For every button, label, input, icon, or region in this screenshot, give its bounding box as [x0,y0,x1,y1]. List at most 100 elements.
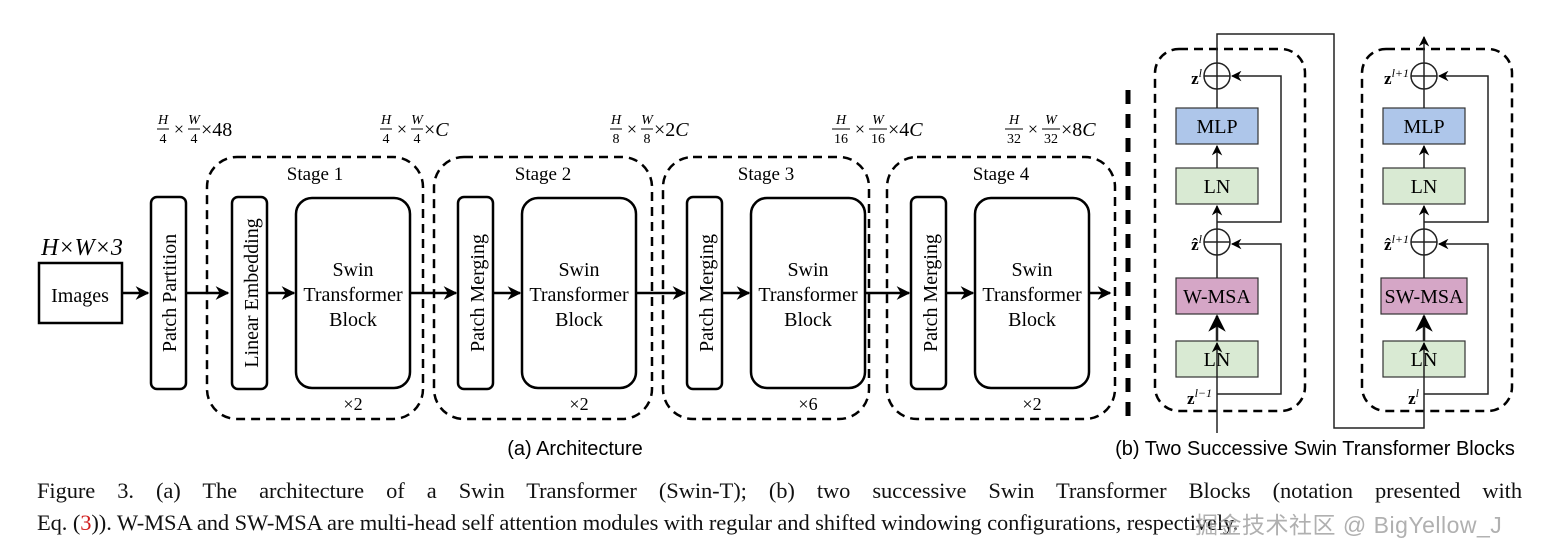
dimension-label: H4×W4×48 [157,113,232,147]
swin-block-label: Block [784,309,832,331]
fraction-denominator: 4 [383,132,390,147]
mlp-box [1175,107,1259,145]
stage-border [661,155,871,421]
swin-block-label: Block [329,309,377,331]
stage-title: Stage 3 [738,164,794,185]
fraction-numerator: H [157,113,169,128]
times-sign: × [397,119,407,139]
attention-label: W-MSA [1183,286,1251,308]
swin-block-label: Swin [558,259,599,281]
channel-label: ×C [424,119,449,141]
dimension-label: H16×W16×4C [832,113,923,147]
images-label: Images [51,285,109,307]
times-sign: × [627,119,637,139]
residual-connection [1424,70,1489,223]
z-input-label: zl−1 [1187,386,1212,408]
subcaption-a: (a) Architecture [507,438,643,460]
stage-title: Stage 1 [287,164,343,185]
swin-block-label: Transformer [529,284,629,306]
z-hat-label: ẑl+1 [1384,232,1409,254]
watermark: 掘金技术社区 @ BigYellow_J [1195,512,1503,538]
residual-connection [1217,70,1282,223]
fraction-numerator: W [188,113,201,128]
z-input-label: zl [1408,386,1420,408]
successive-blocks: LNW-MSALNMLPzlẑlzl−1LNSW-MSALNMLPzl+1ẑl+… [1153,33,1514,433]
channel-label: ×48 [201,119,232,141]
fraction-denominator: 32 [1007,132,1021,147]
times-sign: × [1028,119,1038,139]
dimension-label: H8×W8×2C [610,113,689,147]
stage-title: Stage 2 [515,164,571,185]
caption-text: Eq. ( [37,510,81,535]
fraction-numerator: H [1008,113,1020,128]
first-block-label: Patch Merging [467,234,489,352]
block-border [1153,47,1307,413]
repeat-count: ×6 [798,394,817,414]
subcaption-b: (b) Two Successive Swin Transformer Bloc… [1115,438,1515,460]
swin-block-label: Block [1008,309,1056,331]
z-hat-label: ẑl [1191,232,1203,254]
fraction-denominator: 4 [191,132,198,147]
fraction-numerator: W [411,113,424,128]
fraction-numerator: H [610,113,622,128]
fraction-denominator: 8 [644,132,651,147]
residual-connection [1217,238,1282,395]
fraction-denominator: 16 [834,132,848,147]
mlp-label: MLP [1196,116,1237,138]
attention-label: SW-MSA [1385,286,1464,308]
equation-ref-link[interactable]: 3 [80,510,92,535]
fraction-denominator: 16 [871,132,885,147]
swin-block-label: Transformer [758,284,858,306]
stage-border [885,155,1117,421]
fraction-numerator: H [380,113,392,128]
dimension-label: H32×W32×8C [1005,113,1096,147]
swin-block-label: Swin [1011,259,1052,281]
swin-block-label: Block [555,309,603,331]
fraction-denominator: 4 [160,132,167,147]
stage-border [432,155,654,421]
stage-1: Stage 1 Linear Embedding SwinTransformerBl… [205,155,458,421]
stage-4: Stage 4 Patch Merging SwinTransformerBlock… [885,155,1117,421]
fraction-numerator: W [1045,113,1058,128]
images-box [37,261,124,325]
input-dims: H×W×3 [40,235,123,261]
swin-block-label: Swin [787,259,828,281]
layernorm-2-label: LN [1204,176,1231,198]
swin-block-label: Transformer [303,284,403,306]
repeat-count: ×2 [343,394,362,414]
repeat-count: ×2 [1022,394,1041,414]
channel-label: ×2C [654,119,689,141]
fraction-numerator: H [835,113,847,128]
layernorm-2-label: LN [1411,176,1438,198]
attention-box [1380,277,1468,315]
channel-label: ×4C [888,119,923,141]
first-block-label: Patch Merging [920,234,942,352]
stage-title: Stage 4 [973,164,1030,185]
fraction-numerator: W [872,113,885,128]
fraction-denominator: 4 [414,132,421,147]
first-block-label: Linear Embedding [241,218,263,367]
caption-line-2: Eq. (3)). W-MSA and SW-MSA are multi-hea… [37,507,1238,539]
fraction-denominator: 8 [613,132,620,147]
times-sign: × [174,119,184,139]
swin-block-label: Transformer [982,284,1082,306]
caption-text: )). W-MSA and SW-MSA are multi-head self… [91,510,1239,535]
residual-connection [1424,238,1489,395]
attention-box [1175,277,1259,315]
stage-2: Stage 2 Patch Merging SwinTransformerBlock… [432,155,687,421]
fraction-denominator: 32 [1044,132,1058,147]
caption-line-1: Figure 3. (a) The architecture of a Swin… [37,478,1522,503]
first-block-label: Patch Merging [696,234,718,352]
patch-partition-label: Patch Partition [159,234,181,352]
swin-block-label: Swin [332,259,373,281]
mlp-box [1382,107,1466,145]
inter-block-connection [1216,33,1425,429]
repeat-count: ×2 [569,394,588,414]
stage-3: Stage 3 Patch Merging SwinTransformerBlock… [661,155,911,421]
block-border [1360,47,1514,413]
layernorm-2-box [1175,167,1259,205]
